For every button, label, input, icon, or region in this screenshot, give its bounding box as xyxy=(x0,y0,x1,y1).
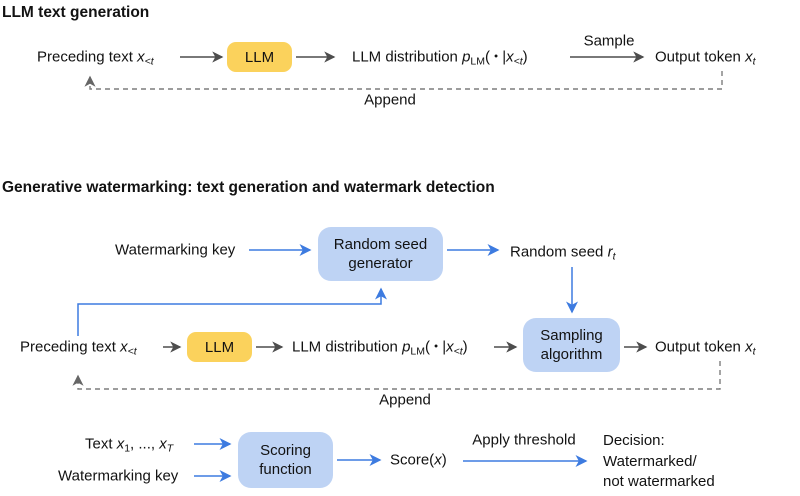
d2-append-label: Append xyxy=(379,391,431,409)
d3-apply-threshold-label: Apply threshold xyxy=(472,431,576,449)
d2-output-token-label: Output token xt xyxy=(655,338,756,358)
d2-preceding-text-label: Preceding text x<t xyxy=(20,338,137,358)
d3-decision-line3: not watermarked xyxy=(603,473,715,490)
d2-random-seed-generator-box: Random seed generator xyxy=(318,227,443,281)
d1-llm-box: LLM xyxy=(227,42,292,72)
d2-watermarking-key-label: Watermarking key xyxy=(115,241,236,259)
d3-decision-label: Decision: Watermarked/ not watermarked xyxy=(603,431,715,493)
d2-llm-distribution-label: LLM distribution pLM( • |x<t) xyxy=(292,338,468,358)
elbow-d2-preceding-to-rsg xyxy=(77,287,387,336)
d3-decision-line2: Watermarked/ xyxy=(603,452,697,470)
d2-llm-box: LLM xyxy=(187,332,252,362)
dashed-append-loop-d1 xyxy=(84,71,723,90)
d2-sampling-line2: algorithm xyxy=(540,346,603,363)
d2-rsg-line2: generator xyxy=(348,255,413,272)
d3-decision-line1: Decision: xyxy=(603,432,665,449)
d1-llm-box-label: LLM xyxy=(244,48,275,66)
d3-scoring-line1: Scoring xyxy=(260,442,311,459)
d3-score-label: Score(x) xyxy=(390,451,447,469)
d1-llm-distribution-label: LLM distribution pLM( • |x<t) xyxy=(352,48,528,68)
dashed-append-loop-d2 xyxy=(72,361,721,390)
d1-preceding-text-label: Preceding text x<t xyxy=(37,48,154,68)
d2-random-seed-label: Random seed rt xyxy=(510,243,616,263)
d3-scoring-function-box: Scoring function xyxy=(238,432,333,488)
d3-watermarking-key-label: Watermarking key xyxy=(58,467,179,485)
d2-rsg-line1: Random seed xyxy=(333,236,428,253)
d1-sample-label: Sample xyxy=(583,32,635,50)
section-title-generative-watermarking: Generative watermarking: text generation… xyxy=(2,179,495,196)
d1-append-label: Append xyxy=(364,91,416,109)
d1-output-token-label: Output token xt xyxy=(655,48,756,68)
d2-llm-box-label: LLM xyxy=(204,338,235,356)
d3-scoring-line2: function xyxy=(259,461,312,478)
d2-sampling-algorithm-box: Sampling algorithm xyxy=(523,318,620,372)
d2-sampling-line1: Sampling xyxy=(540,327,603,344)
d3-text-input-label: Text x1, ..., xT xyxy=(85,435,174,455)
section-title-llm-text-generation: LLM text generation xyxy=(2,4,150,21)
